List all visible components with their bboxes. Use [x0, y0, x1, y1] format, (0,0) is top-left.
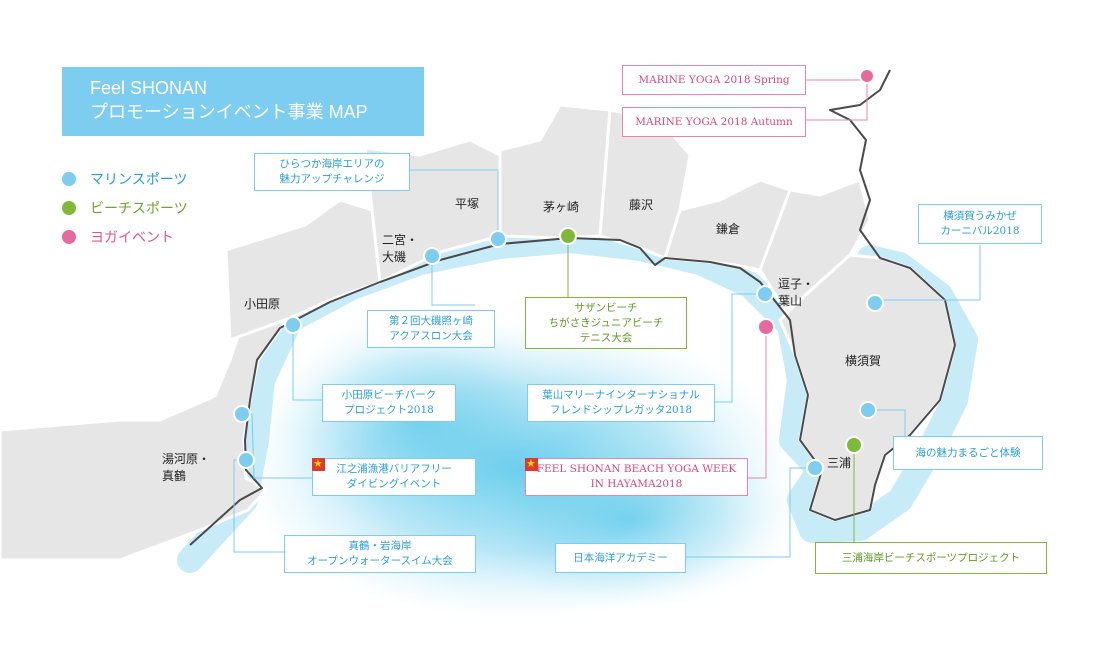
star-icon: ★: [525, 457, 538, 471]
event-label-text: 小田原ビーチパーク: [341, 389, 437, 401]
event-hayama-marina[interactable]: 葉山マリーナインターナショナル フレンドシップレガッタ2018: [527, 384, 715, 422]
city-chigasaki: 茅ヶ崎: [543, 200, 580, 214]
legend: マリンスポーツ ビーチスポーツ ヨガイベント: [62, 164, 188, 251]
city-miura: 三浦: [827, 456, 852, 470]
city-yugawara-line2: 真鶴: [162, 469, 187, 483]
event-label-text: サザンビーチ: [574, 301, 638, 314]
legend-item-yoga: ヨガイベント: [62, 222, 188, 251]
city-ninomiya-line2: 大磯: [382, 250, 407, 264]
event-beach-yoga-week[interactable]: ★ FEEL SHONAN BEACH YOGA WEEK IN HAYAMA2…: [525, 457, 748, 496]
marker-marine[interactable]: [284, 316, 302, 334]
event-label-text: 葉山マリーナインターナショナル: [542, 389, 700, 401]
event-marine-yoga-spring[interactable]: MARINE YOGA 2018 Spring: [622, 65, 806, 95]
marker-beach[interactable]: [559, 227, 577, 245]
marker-marine[interactable]: [806, 459, 824, 477]
event-label-text: 江之浦漁港バリアフリー: [336, 463, 452, 475]
event-marine-yoga-autumn[interactable]: MARINE YOGA 2018 Autumn: [622, 107, 806, 137]
marker-yoga[interactable]: [757, 318, 775, 336]
event-label-text: ちがさきジュニアビーチ: [548, 316, 664, 329]
legend-label: マリンスポーツ: [90, 171, 188, 188]
event-label-text: MARINE YOGA 2018 Autumn: [635, 115, 793, 128]
legend-label: ビーチスポーツ: [90, 200, 188, 217]
land: [0, 103, 957, 562]
event-miura-beach-sports[interactable]: 三浦海岸ビーチスポーツプロジェクト: [815, 542, 1047, 574]
event-label-text: フレンドシップレガッタ2018: [549, 404, 693, 416]
event-label-text: テニス大会: [579, 331, 633, 344]
event-label-text: アクアスロン大会: [389, 330, 473, 342]
marker-marine[interactable]: [423, 247, 441, 265]
city-odawara: 小田原: [244, 297, 281, 311]
marker-yoga[interactable]: [859, 68, 875, 84]
map-title: Feel SHONAN プロモーションイベント事業 MAP: [62, 67, 424, 136]
event-oiso-aquathlon[interactable]: 第２回大磯照ヶ崎 アクアスロン大会: [367, 310, 495, 348]
beach-dot-icon: [62, 200, 76, 215]
legend-item-beach: ビーチスポーツ: [62, 193, 188, 222]
event-label-text: オープンウォータースイム大会: [307, 555, 453, 567]
marker-marine[interactable]: [866, 294, 884, 312]
event-label-text: ダイビングイベント: [346, 478, 442, 490]
event-label-text: 魅力アップチャレンジ: [279, 173, 385, 185]
event-label-text: 三浦海岸ビーチスポーツプロジェクト: [841, 551, 1021, 564]
event-label-text: 第２回大磯照ヶ崎: [389, 315, 473, 327]
marker-marine[interactable]: [859, 401, 877, 419]
marker-marine[interactable]: [489, 230, 507, 248]
event-yokosuka-umikaze[interactable]: 横須賀うみかぜ カーニバル2018: [918, 204, 1042, 244]
event-label-text: IN HAYAMA2018: [590, 478, 683, 490]
event-label-text: プロジェクト2018: [344, 404, 434, 416]
event-odawara-beach-park[interactable]: 小田原ビーチパーク プロジェクト2018: [322, 384, 456, 422]
city-hiratsuka: 平塚: [455, 197, 480, 211]
event-umi-miryoku[interactable]: 海の魅力まるごと体験: [893, 436, 1043, 470]
event-hiratsuka[interactable]: ひらつか海岸エリアの 魅力アップチャレンジ: [254, 153, 410, 191]
marker-marine[interactable]: [756, 285, 774, 303]
city-yokosuka: 横須賀: [845, 354, 882, 368]
marker-marine[interactable]: [237, 451, 255, 469]
event-southern-beach[interactable]: サザンビーチ ちがさきジュニアビーチ テニス大会: [525, 297, 687, 349]
marine-dot-icon: [62, 171, 76, 186]
event-label-text: カーニバル2018: [940, 225, 1020, 237]
city-ninomiya-line1: 二宮・: [382, 233, 419, 247]
legend-label: ヨガイベント: [90, 229, 174, 246]
event-label-text: FEEL SHONAN BEACH YOGA WEEK: [536, 463, 737, 475]
city-zushi-line2: 葉山: [778, 294, 803, 308]
event-label-text: MARINE YOGA 2018 Spring: [638, 73, 790, 86]
city-ninomiya: 二宮・ 大磯: [382, 232, 418, 266]
city-zushi: 逗子・ 葉山: [778, 276, 814, 310]
star-icon: ★: [312, 457, 325, 471]
marker-beach[interactable]: [845, 436, 863, 454]
event-label-text: 横須賀うみかぜ: [943, 210, 1017, 222]
city-fujisawa: 藤沢: [629, 198, 654, 212]
event-marine-academy[interactable]: 日本海洋アカデミー: [555, 543, 686, 573]
marker-marine[interactable]: [233, 405, 251, 423]
event-markers: [233, 68, 884, 477]
title-line-1: Feel SHONAN: [90, 78, 208, 98]
event-label-text: 真鶴・岩海岸: [348, 540, 412, 552]
legend-item-marine: マリンスポーツ: [62, 164, 188, 193]
yoga-dot-icon: [62, 229, 76, 244]
city-kamakura: 鎌倉: [716, 222, 741, 236]
city-zushi-line1: 逗子・: [778, 277, 815, 291]
event-label-text: 日本海洋アカデミー: [573, 551, 668, 564]
event-enoura-diving[interactable]: ★ 江之浦漁港バリアフリー ダイビングイベント: [312, 457, 476, 496]
city-yugawara: 湯河原・ 真鶴: [162, 451, 210, 485]
event-manazuru-swim[interactable]: 真鶴・岩海岸 オープンウォータースイム大会: [284, 535, 476, 573]
title-line-2: プロモーションイベント事業 MAP: [90, 102, 368, 122]
event-label-text: 海の魅力まるごと体験: [915, 446, 1021, 459]
city-yugawara-line1: 湯河原・: [162, 452, 211, 466]
event-label-text: ひらつか海岸エリアの: [279, 158, 385, 170]
